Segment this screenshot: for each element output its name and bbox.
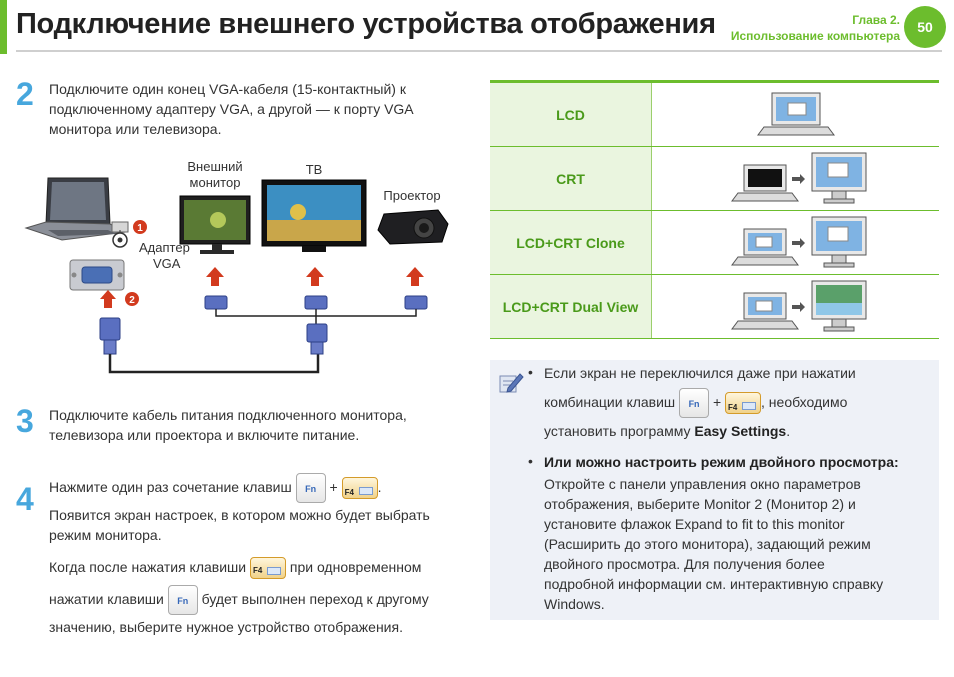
- vga-connector-icon: [304, 295, 328, 310]
- dual-view-mode-icon: [731, 280, 867, 332]
- svg-text:2: 2: [129, 295, 135, 306]
- f4-key-icon: F4: [341, 477, 378, 500]
- note-line: (Расширить до этого монитора), задающий …: [544, 536, 871, 552]
- page-title: Подключение внешнего устройства отображе…: [16, 8, 716, 40]
- note-line: Если экран не переключился даже при нажа…: [544, 365, 856, 381]
- vga-connector-icon: [204, 295, 228, 310]
- chapter-number: Глава 2.: [852, 13, 900, 27]
- mode-label-dual-view: LCD+CRT Dual View: [490, 275, 652, 338]
- table-row: LCD: [490, 83, 939, 147]
- header-accent-bar: [0, 0, 7, 54]
- marker-1-icon: 1: [133, 220, 147, 234]
- step-2-line: Подключите один конец VGA-кабеля (15-кон…: [49, 81, 406, 97]
- mode-label-clone: LCD+CRT Clone: [490, 211, 652, 274]
- mode-label-crt: CRT: [490, 147, 652, 210]
- crt-mode-icon: [731, 152, 867, 204]
- f4-key-icon: F4: [725, 392, 762, 415]
- upload-arrow-icon: [306, 267, 324, 286]
- external-monitor-icon: [179, 195, 251, 254]
- note-line: Windows.: [544, 596, 605, 612]
- step-4-line: Нажмите один раз сочетание клавиш Fn + F…: [49, 472, 479, 504]
- page-header: Подключение внешнего устройства отображе…: [0, 0, 954, 54]
- step-4-line: Появится экран настроек, в котором можно…: [49, 507, 430, 523]
- table-row: LCD+CRT Clone: [490, 211, 939, 275]
- vga-plug-icon: [306, 323, 328, 355]
- connection-diagram: 1 Адаптер VGA 2 Внешний монитор ТВ: [24, 159, 449, 374]
- note-pencil-icon: [499, 373, 524, 393]
- tv-icon: [261, 179, 367, 252]
- vga-adapter-icon: [111, 221, 129, 248]
- step-4-line: Когда после нажатия клавиши F4 при однов…: [49, 554, 479, 580]
- step-number-4: 4: [16, 481, 34, 517]
- clone-mode-icon: [731, 216, 867, 268]
- step-3-line: Подключите кабель питания подключенного …: [49, 407, 407, 423]
- note-line: установите флажок Expand to fit to this …: [544, 516, 845, 532]
- step-2-text: Подключите один конец VGA-кабеля (15-кон…: [49, 79, 414, 139]
- note-box: • Если экран не переключился даже при на…: [490, 360, 939, 620]
- step-number-3: 3: [16, 403, 34, 439]
- upload-arrow-icon: [206, 267, 224, 286]
- note-heading: Или можно настроить режим двойного просм…: [544, 454, 899, 470]
- vga-port-icon: [69, 259, 125, 291]
- step-4-line: значению, выберите нужное устройство ото…: [49, 619, 403, 635]
- note-paragraph-2: Или можно настроить режим двойного просм…: [544, 452, 936, 614]
- table-row: CRT: [490, 147, 939, 211]
- display-mode-table: LCD CRT LCD+CRT Clone: [490, 80, 939, 340]
- table-row: LCD+CRT Dual View: [490, 275, 939, 339]
- monitor-label-line2: монитор: [190, 175, 241, 190]
- bullet-dot: •: [528, 453, 533, 469]
- lcd-mode-icon: [757, 92, 835, 136]
- step-number-2: 2: [16, 76, 34, 112]
- laptop-icon: [24, 177, 128, 241]
- projector-icon: [377, 209, 449, 245]
- mode-label-lcd: LCD: [490, 83, 652, 146]
- table-top-border: [490, 80, 939, 83]
- vga-plug-icon: [99, 317, 121, 355]
- note-line: подробной информации см. интерактивную с…: [544, 576, 884, 592]
- page-number-badge: 50: [904, 6, 946, 48]
- step-2-line: подключенному адаптеру VGA, а другой — к…: [49, 101, 414, 117]
- chapter-subtitle: Использование компьютера: [730, 29, 900, 43]
- easy-settings-name: Easy Settings: [694, 423, 787, 439]
- note-paragraph-1: Если экран не переключился даже при нажа…: [544, 363, 936, 441]
- bullet-dot: •: [528, 364, 533, 380]
- chapter-label: Глава 2. Использование компьютера: [731, 12, 900, 44]
- adapter-label-line1: Адаптер: [139, 240, 190, 255]
- svg-text:1: 1: [137, 223, 143, 234]
- step-3-line: телевизора или проектора и включите пита…: [49, 427, 360, 443]
- note-line: отображения, выберите Monitor 2 (Монитор…: [544, 496, 856, 512]
- header-divider: [16, 50, 942, 52]
- step-4-line: режим монитора.: [49, 527, 162, 543]
- fn-key-icon: Fn: [295, 473, 326, 504]
- tv-label: ТВ: [306, 162, 323, 177]
- note-line: Откройте с панели управления окно параме…: [544, 476, 861, 492]
- step-4-line: нажатии клавиши Fn будет выполнен перехо…: [49, 583, 479, 616]
- step-2-line: монитора или телевизора.: [49, 121, 222, 137]
- upload-arrow-icon: [100, 290, 116, 308]
- step-3-text: Подключите кабель питания подключенного …: [49, 405, 407, 445]
- f4-key-icon: F4: [249, 557, 286, 580]
- note-line: двойного просмотра. Для получения более: [544, 556, 825, 572]
- vga-connector-icon: [404, 295, 428, 310]
- step-4-text: Нажмите один раз сочетание клавиш Fn + F…: [49, 472, 479, 637]
- upload-arrow-icon: [406, 267, 424, 286]
- fn-key-icon: Fn: [679, 388, 710, 419]
- note-line: установить программу Easy Settings.: [544, 423, 791, 439]
- adapter-label-line2: VGA: [153, 256, 181, 271]
- fn-key-icon: Fn: [167, 585, 198, 616]
- projector-label: Проектор: [383, 188, 440, 203]
- monitor-label-line1: Внешний: [187, 159, 242, 174]
- note-line: комбинации клавиш Fn + F4, необходимо: [544, 387, 936, 419]
- marker-2-icon: 2: [125, 292, 139, 306]
